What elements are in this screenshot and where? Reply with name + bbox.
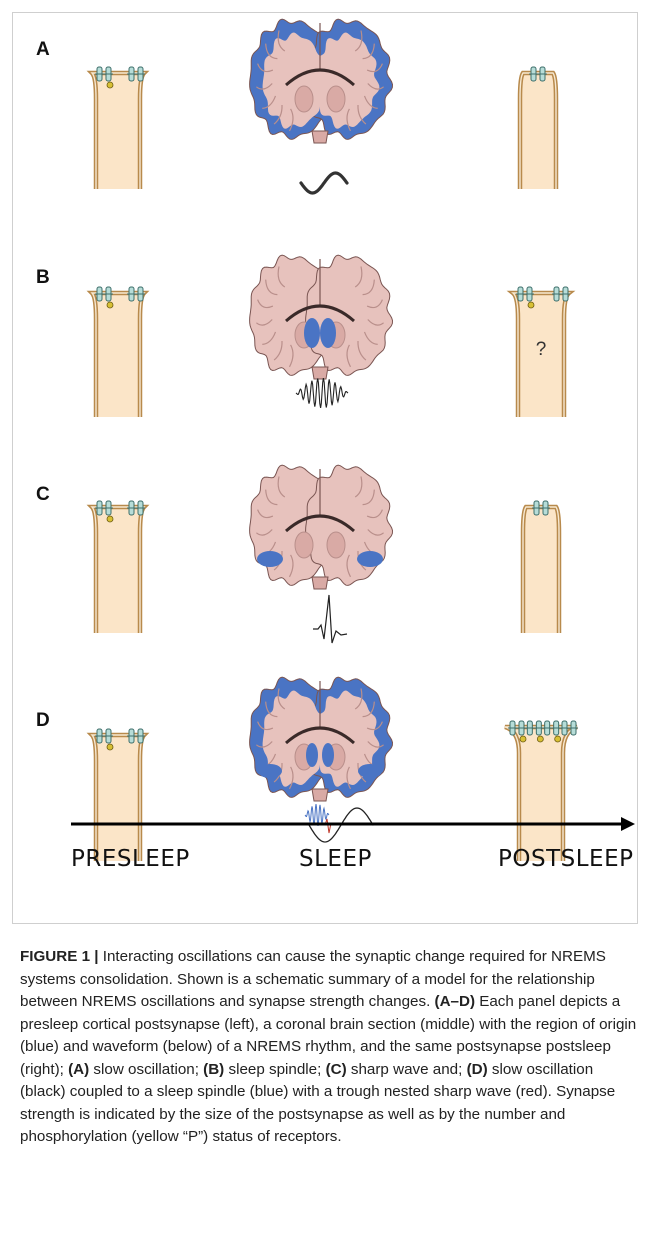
- timeline-sleep-label: SLEEP: [299, 846, 372, 872]
- postsynapse-body: [92, 73, 144, 189]
- phospho-dot: [555, 736, 561, 742]
- panel-label-b: B: [36, 267, 50, 289]
- figure-diagram: ?: [13, 13, 639, 925]
- brainstem: [312, 131, 328, 143]
- caption-ref-c: (C): [326, 1061, 347, 1078]
- caption-figure-label: FIGURE 1 |: [20, 948, 99, 965]
- figure-panel: ? A B C D PRESLEEP SLEEP POSTSLEEP: [12, 12, 638, 924]
- coronal-brain-section: [250, 19, 393, 143]
- hippocampus-region: [257, 551, 283, 567]
- subcortical-nucleus: [295, 532, 313, 558]
- slow-oscillation-waveform: [301, 173, 347, 193]
- postsynapse: [523, 501, 559, 633]
- thalamus-region: [322, 743, 334, 767]
- postsynapse: ?: [513, 287, 570, 417]
- sleep-spindle-waveform: [296, 378, 348, 408]
- subcortical-nucleus: [327, 532, 345, 558]
- postsynapse-body: [505, 727, 577, 861]
- caption-text: sharp wave and;: [347, 1061, 467, 1078]
- postsynapse: [520, 67, 556, 189]
- brainstem: [312, 367, 328, 379]
- subcortical-nucleus: [295, 86, 313, 112]
- panel-label-d: D: [36, 710, 50, 732]
- postsynapse: [92, 501, 145, 633]
- postsynapse-body: [520, 73, 556, 189]
- arrowhead-icon: [621, 817, 635, 831]
- thalamus-region: [304, 318, 320, 348]
- hippocampus-region: [357, 551, 383, 567]
- hippocampus-region: [258, 764, 282, 778]
- phospho-dot: [520, 736, 526, 742]
- sharp-wave-waveform: [313, 595, 347, 643]
- timeline-postsleep-label: POSTSLEEP: [498, 846, 633, 872]
- caption-ref-ad: (A–D): [435, 993, 476, 1010]
- postsynapse-body: [92, 293, 144, 417]
- phospho-dot: [107, 516, 113, 522]
- postsynapse-body: [92, 507, 144, 633]
- panel-label-a: A: [36, 39, 50, 61]
- caption-ref-b: (B): [203, 1061, 224, 1078]
- postsynapse: [505, 721, 578, 861]
- caption-text: slow oscillation;: [89, 1061, 203, 1078]
- caption-ref-d: (D): [467, 1061, 488, 1078]
- coronal-brain-section: [250, 255, 393, 379]
- subcortical-nucleus: [327, 86, 345, 112]
- phospho-dot: [528, 302, 534, 308]
- coronal-brain-section: [250, 677, 393, 801]
- postsynapse: [92, 729, 145, 861]
- brainstem: [312, 789, 328, 801]
- postsynapse: [92, 67, 145, 189]
- postsynapse: [92, 287, 145, 417]
- postsynapse-body: [92, 735, 144, 861]
- coronal-brain-section: [250, 465, 393, 589]
- thalamus-region: [306, 743, 318, 767]
- caption-ref-a: (A): [68, 1061, 89, 1078]
- brainstem: [312, 577, 328, 589]
- thalamus-region: [320, 318, 336, 348]
- hippocampus-region: [358, 764, 382, 778]
- timeline-presleep-label: PRESLEEP: [71, 846, 190, 872]
- caption-text: sleep spindle;: [224, 1061, 325, 1078]
- panel-label-c: C: [36, 484, 50, 506]
- phospho-dot: [107, 744, 113, 750]
- postsynapse-body: [523, 507, 559, 633]
- nested-sharp-wave: [325, 819, 331, 833]
- phospho-dot: [537, 736, 543, 742]
- figure-caption: FIGURE 1 | Interacting oscillations can …: [20, 946, 638, 1149]
- question-mark: ?: [536, 339, 547, 360]
- phospho-dot: [107, 82, 113, 88]
- phospho-dot: [107, 302, 113, 308]
